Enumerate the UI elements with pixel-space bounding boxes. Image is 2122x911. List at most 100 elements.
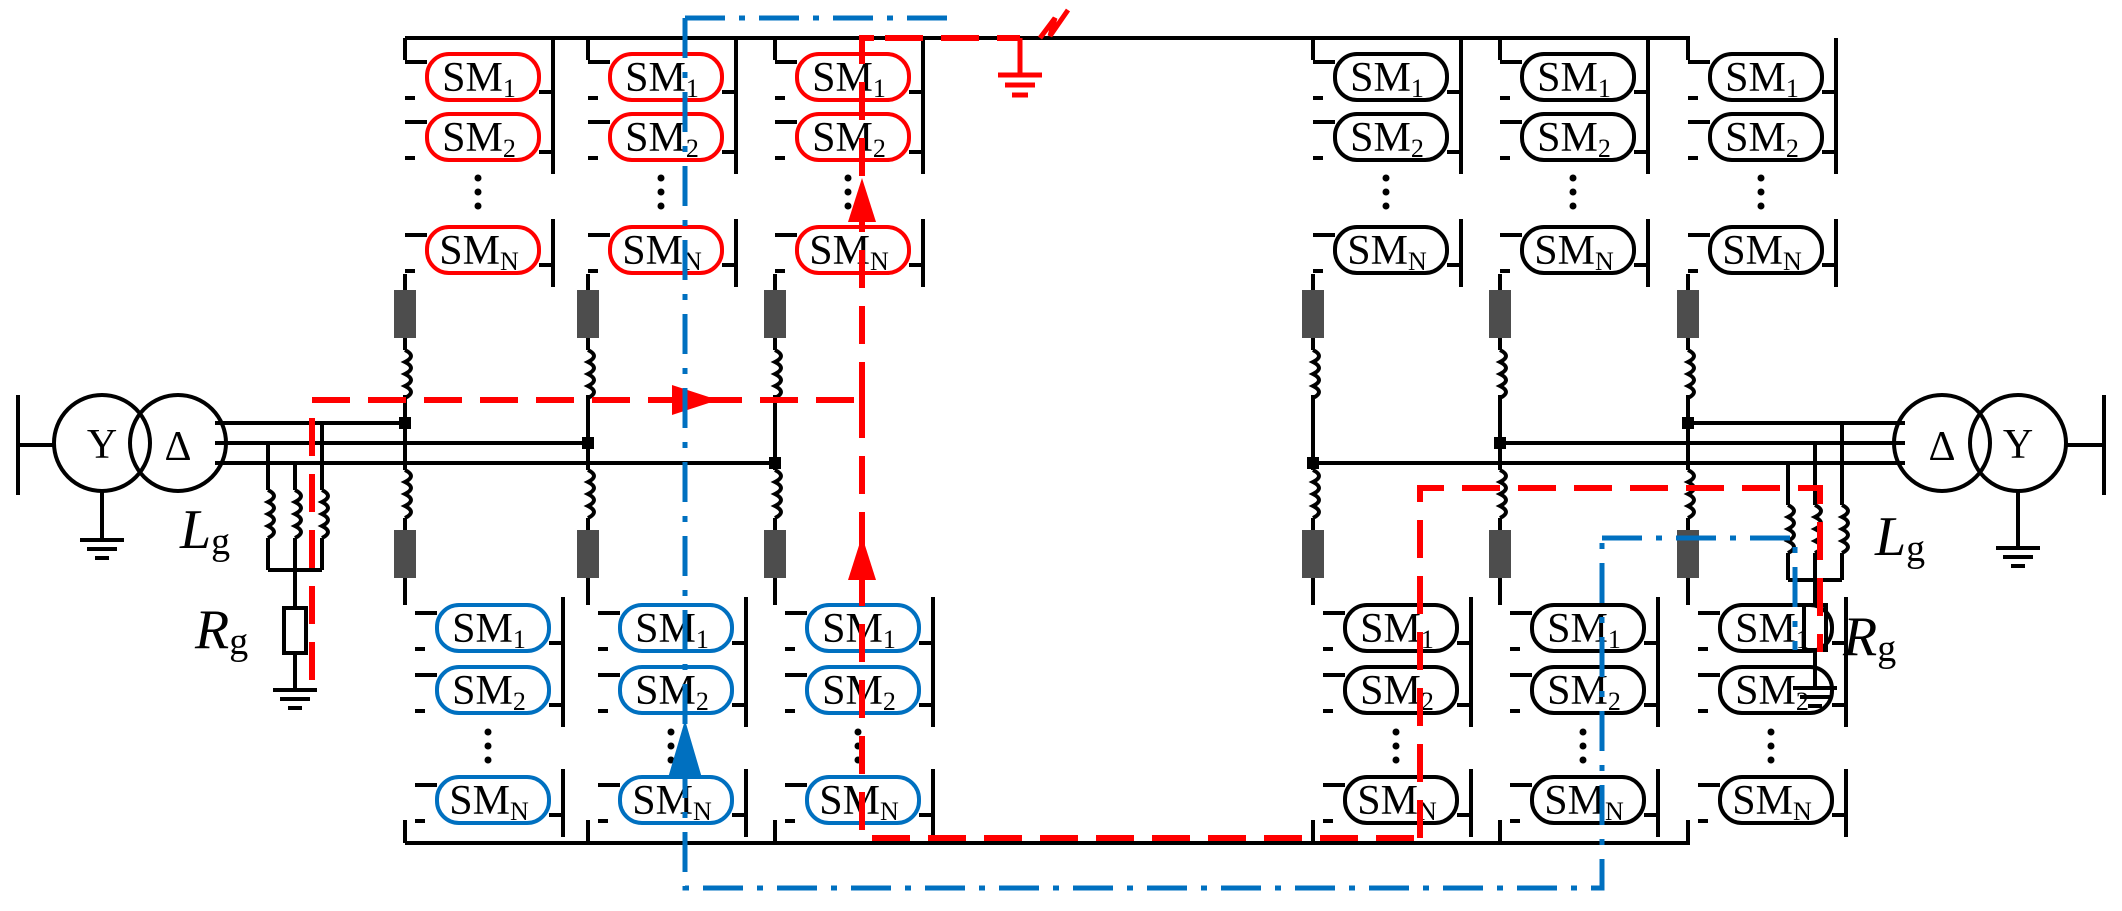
submodule-label: SMN <box>449 778 529 826</box>
right-grounding-branch <box>1783 423 1850 708</box>
ellipsis-dot <box>667 728 675 736</box>
arrow-up-icon-blue <box>668 720 702 778</box>
submodule-label: SMN <box>1347 228 1427 276</box>
ellipsis-dot <box>1767 742 1775 750</box>
submodule-label: SMN <box>1357 778 1437 826</box>
ellipsis-dot <box>1569 188 1577 196</box>
submodule-label: SM2 <box>1725 115 1799 163</box>
submodule-lower-5-N <box>1530 775 1646 825</box>
submodule-label: SM1 <box>1537 55 1611 103</box>
submodule-lower-4-1 <box>1343 603 1459 653</box>
ellipsis-dot <box>1392 728 1400 736</box>
submodule-label: SM1 <box>625 55 699 103</box>
submodule-lower-4-N <box>1343 775 1459 825</box>
ellipsis-dot <box>844 174 852 182</box>
arrow-right-icon <box>672 385 718 415</box>
arm-inductor <box>1308 348 1321 400</box>
submodule-label: SM2 <box>452 668 526 716</box>
submodule-label: SMN <box>439 228 519 276</box>
left-grounding-branch <box>263 423 330 710</box>
ellipsis-dot <box>484 756 492 764</box>
arm-reactor <box>764 530 786 578</box>
ellipsis-dot <box>1757 174 1765 182</box>
ellipsis-dot <box>1767 756 1775 764</box>
resistance-label-left: Rg <box>194 599 248 663</box>
ac-junctions-right <box>1307 417 1694 469</box>
ellipsis-dot <box>657 202 665 210</box>
arm-inductor <box>1683 468 1696 520</box>
inductance-label-right: Lg <box>1874 506 1925 570</box>
submodule-label: SM2 <box>1547 668 1621 716</box>
submodule-label: SM2 <box>1735 668 1809 716</box>
dc-fault-symbol <box>998 8 1071 98</box>
submodule-label: SM2 <box>442 115 516 163</box>
ellipsis-dot <box>484 728 492 736</box>
submodule-label: SM2 <box>1350 115 1424 163</box>
arm-inductor <box>770 468 783 520</box>
submodule-upper-1-2 <box>425 112 541 162</box>
submodule-label: SM1 <box>1725 55 1799 103</box>
arm-inductor <box>583 468 596 520</box>
submodule-label: SMN <box>1534 228 1614 276</box>
arm-inductor <box>1495 468 1508 520</box>
ellipsis-dot <box>1579 756 1587 764</box>
ellipsis-dot <box>1392 742 1400 750</box>
arm-reactor <box>577 530 599 578</box>
submodule-lower-2-1 <box>618 603 734 653</box>
submodule-upper-5-1 <box>1520 52 1636 102</box>
arm-reactor <box>1302 290 1324 338</box>
arm-reactor <box>1677 290 1699 338</box>
submodule-upper-3-1 <box>795 52 911 102</box>
submodule-label: SM1 <box>1547 606 1621 654</box>
transformer-secondary-label-right: Δ <box>1928 424 1955 470</box>
arm-reactor <box>764 290 786 338</box>
ellipsis-dot <box>484 742 492 750</box>
arm-inductor <box>1308 468 1321 520</box>
ac-junctions-left <box>399 417 781 469</box>
submodule-upper-3-2 <box>795 112 911 162</box>
submodule-label: SM1 <box>452 606 526 654</box>
submodule-label: SMN <box>1544 778 1624 826</box>
arm-reactor <box>1677 530 1699 578</box>
resistance-label-right: Rg <box>1842 606 1896 670</box>
transformer-primary-label-left: Y <box>87 422 117 468</box>
submodule-label: SMN <box>622 228 702 276</box>
arm-reactor <box>394 290 416 338</box>
ellipsis-dot <box>1757 188 1765 196</box>
transformer-delta-winding-left <box>128 393 228 493</box>
arm-inductor <box>583 348 596 400</box>
left-grid-source: Y Δ <box>16 393 228 560</box>
fault-current-arrows-blue <box>668 720 702 778</box>
ellipsis-dot <box>844 202 852 210</box>
submodule-label: SM2 <box>1537 115 1611 163</box>
submodule-label: SM2 <box>1360 668 1434 716</box>
submodule-lower-4-2 <box>1343 665 1459 715</box>
submodule-lower-6-N <box>1718 775 1834 825</box>
transformer-primary-label-right: Y <box>2003 422 2033 468</box>
submodule-lower-1-N <box>435 775 551 825</box>
submodule-label: SM1 <box>442 55 516 103</box>
transformer-secondary-label-left: Δ <box>164 424 191 470</box>
submodule-upper-6-1 <box>1708 52 1824 102</box>
ellipsis-dot <box>1569 202 1577 210</box>
submodule-upper-6-N <box>1708 225 1824 275</box>
ellipsis-dot <box>657 174 665 182</box>
fault-current-path-blue <box>682 15 1798 891</box>
ellipsis-dot <box>474 188 482 196</box>
arm-reactor <box>1489 290 1511 338</box>
submodule-upper-4-1 <box>1333 52 1449 102</box>
submodule-upper-1-1 <box>425 52 541 102</box>
